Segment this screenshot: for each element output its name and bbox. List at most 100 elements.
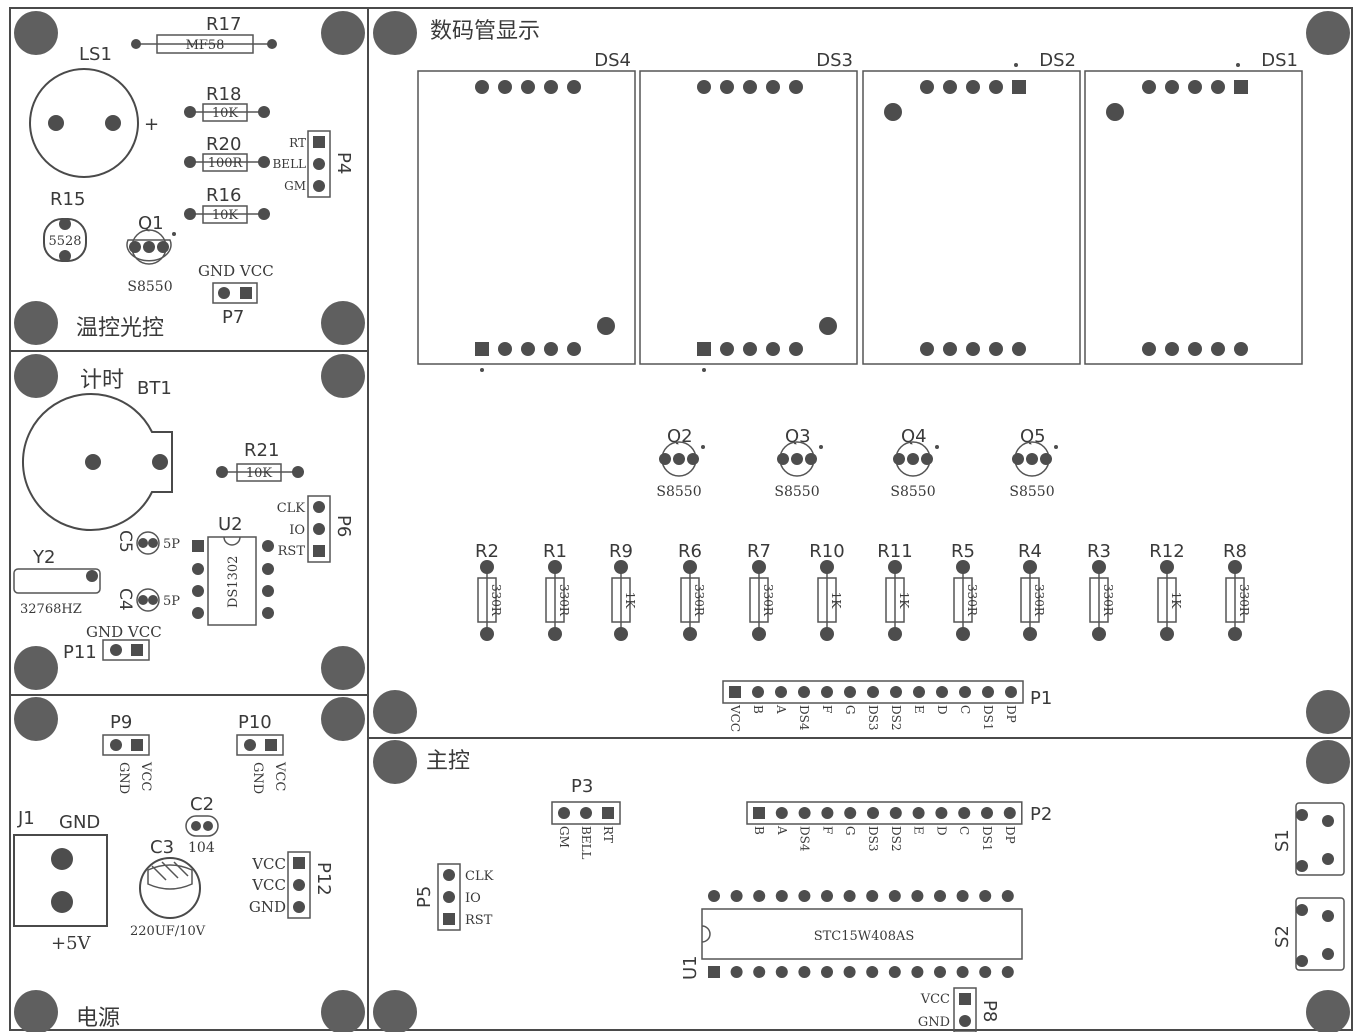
p1-pin-1: B (751, 705, 765, 714)
c5-value: 5P (163, 537, 180, 552)
transistor-ref-q5: Q5 (1020, 426, 1046, 447)
p1-pin-2: A (774, 704, 788, 714)
transistor-value-q4: S8550 (890, 484, 935, 500)
s1-switch: S1 (1272, 802, 1345, 876)
r21-ref: R21 (244, 440, 279, 461)
section-outlines (9, 7, 1353, 1031)
p1-pin-10: C (958, 705, 972, 714)
r16-value: 10K (212, 208, 239, 223)
p5-pin-2: RST (465, 913, 493, 928)
resistor-value-r1: 330R (557, 584, 571, 617)
p3-pin-2: RT (601, 826, 615, 843)
p2-pin-8: D (934, 826, 948, 836)
j1-ref: J1 (17, 808, 35, 829)
p5-pin-1: IO (465, 891, 481, 906)
resistor-value-r11: 1K (897, 592, 911, 610)
p1-pin-5: G (843, 705, 857, 715)
p10-gnd: GND (250, 762, 265, 794)
p11-pins: GND VCC (86, 623, 162, 641)
resistor-value-r3: 330R (1101, 584, 1115, 617)
resistor-ref-r7: R7 (747, 541, 771, 562)
u1-mcu-chip: STC15W408AS U1 (680, 890, 1023, 980)
q1-value: S8550 (127, 279, 172, 295)
p1-pin-7: DS2 (889, 705, 903, 730)
p4-pin-rt: RT (289, 136, 306, 150)
transistor-value-q5: S8550 (1009, 484, 1054, 500)
u2-rtc-chip: U2 DS1302 (192, 514, 274, 626)
digit-ref-ds1: DS1 (1261, 50, 1298, 71)
resistor-ref-r12: R12 (1149, 541, 1184, 562)
u2-value: DS1302 (226, 556, 241, 608)
p11-ref: P11 (63, 642, 97, 663)
p8-ref: P8 (979, 1000, 1000, 1022)
c2-ref: C2 (190, 794, 214, 815)
s2-switch: S2 (1272, 897, 1345, 971)
p10-ref: P10 (238, 712, 272, 733)
p6-ref: P6 (333, 515, 354, 537)
p12-ref: P12 (313, 862, 334, 896)
p9-ref: P9 (110, 712, 132, 733)
c3-ref: C3 (150, 837, 174, 858)
p7-pins: GND VCC (198, 262, 274, 280)
p2-pin-3: F (820, 826, 834, 834)
c2-capacitor: C2 104 (185, 794, 219, 856)
resistor-ref-r10: R10 (809, 541, 844, 562)
c3-capacitor: C3 220UF/10V (130, 837, 206, 939)
s2-ref: S2 (1272, 925, 1293, 948)
r20-ref: R20 (206, 134, 241, 155)
q1-transistor: Q1 S8550 (126, 213, 176, 295)
q1-ref: Q1 (138, 213, 164, 234)
transistor-ref-q2: Q2 (667, 426, 693, 447)
y2-ref: Y2 (32, 547, 55, 568)
resistor-r7: R7 330R (747, 541, 775, 641)
p12-pin-vcc-1: VCC (251, 855, 286, 873)
p1-pin-11: DS1 (981, 705, 995, 730)
resistor-value-r9: 1K (623, 592, 637, 610)
p2-pin-2: DS4 (798, 826, 812, 852)
c4-value: 5P (163, 594, 180, 609)
p2-pin-6: DS2 (889, 826, 903, 851)
p2-ref: P2 (1030, 804, 1052, 825)
p4-pin-gm: GM (284, 179, 306, 193)
p4-ref: P4 (333, 152, 354, 174)
resistor-r8: R8 330R (1223, 541, 1251, 641)
r18-value: 10K (212, 106, 239, 121)
p1-pin-8: E (912, 705, 926, 714)
resistor-ref-r4: R4 (1018, 541, 1042, 562)
u1-ref: U1 (680, 955, 701, 980)
digit-ref-ds2: DS2 (1039, 50, 1076, 71)
r16-ref: R16 (206, 185, 241, 206)
resistor-value-r8: 330R (1237, 584, 1251, 617)
resistor-ref-r11: R11 (877, 541, 912, 562)
p8-pin-gnd: GND (918, 1015, 950, 1030)
resistor-value-r7: 330R (761, 584, 775, 617)
p5-pin-0: CLK (465, 869, 494, 884)
p1-ref: P1 (1030, 688, 1052, 709)
transistor-ref-q3: Q3 (785, 426, 811, 447)
section-title-power: 电源 (76, 1006, 120, 1031)
resistor-ref-r6: R6 (678, 541, 702, 562)
r20-resistor: R20 100R (184, 134, 270, 172)
resistor-ref-r8: R8 (1223, 541, 1247, 562)
p2-pin-9: C (957, 826, 971, 835)
y2-value: 32768HZ (20, 602, 82, 617)
p10-header: P10 GND VCC (236, 712, 287, 794)
p11-header: GND VCC P11 (63, 623, 162, 663)
section-title-display: 数码管显示 (430, 19, 540, 44)
p2-pin-10: DS1 (980, 826, 994, 851)
ls1-plus: + (144, 114, 159, 135)
resistor-value-r2: 330R (489, 584, 503, 617)
